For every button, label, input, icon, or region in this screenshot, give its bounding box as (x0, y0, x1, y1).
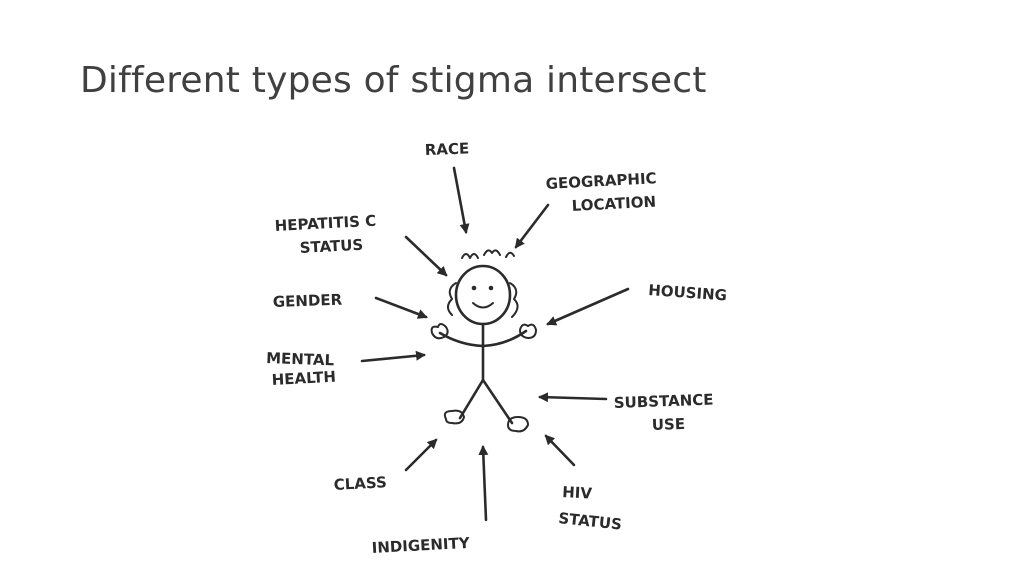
geographic-arrow-icon (514, 203, 550, 249)
label-class: CLASS (333, 473, 387, 494)
figure-arms (438, 329, 528, 348)
substance-arrow-icon (538, 392, 608, 403)
label-hiv-line1: HIV (562, 483, 593, 503)
smile (472, 302, 494, 309)
stick-figure-icon (430, 249, 537, 433)
left-eye (471, 285, 477, 291)
label-mental-line1: MENTAL (266, 349, 335, 369)
label-gender: GENDER (273, 291, 343, 311)
left-hand (430, 323, 449, 340)
diagram-svg: RACE GEOGRAPHIC LOCATION HEPATITIS C STA… (266, 139, 728, 557)
slide-title: Different types of stigma intersect (80, 60, 707, 101)
mental-health-arrow-icon (360, 350, 426, 363)
label-mental-line2: HEALTH (271, 368, 336, 389)
indigenity-arrow-icon (478, 445, 489, 522)
label-hepatitis-line1: HEPATITIS C (274, 212, 376, 235)
label-geographic-line2: LOCATION (571, 193, 656, 215)
left-foot (443, 409, 465, 425)
stigma-diagram: RACE GEOGRAPHIC LOCATION HEPATITIS C STA… (150, 125, 850, 576)
race-arrow-icon (452, 166, 470, 234)
label-geographic-line1: GEOGRAPHIC (545, 169, 657, 193)
figure-legs (458, 378, 514, 425)
housing-arrow-icon (546, 287, 630, 326)
label-hepatitis-line2: STATUS (299, 236, 363, 257)
arrows (360, 166, 630, 522)
label-indigenity: INDIGENITY (371, 534, 471, 557)
label-hiv-line2: STATUS (558, 509, 623, 534)
right-hand (519, 323, 537, 339)
hepatitis-arrow-icon (404, 235, 448, 277)
labels: RACE GEOGRAPHIC LOCATION HEPATITIS C STA… (266, 139, 728, 557)
label-substance-line2: USE (652, 415, 686, 434)
right-eye (488, 285, 494, 291)
class-arrow-icon (404, 438, 438, 472)
side-hair (447, 282, 519, 318)
label-housing: HOUSING (648, 281, 728, 304)
figure-head (454, 264, 512, 326)
gender-arrow-icon (374, 296, 428, 319)
label-substance-line1: SUBSTANCE (614, 391, 714, 412)
hiv-arrow-icon (544, 434, 576, 467)
right-foot (507, 416, 529, 433)
label-race: RACE (425, 139, 470, 159)
hair-curls (461, 249, 515, 259)
